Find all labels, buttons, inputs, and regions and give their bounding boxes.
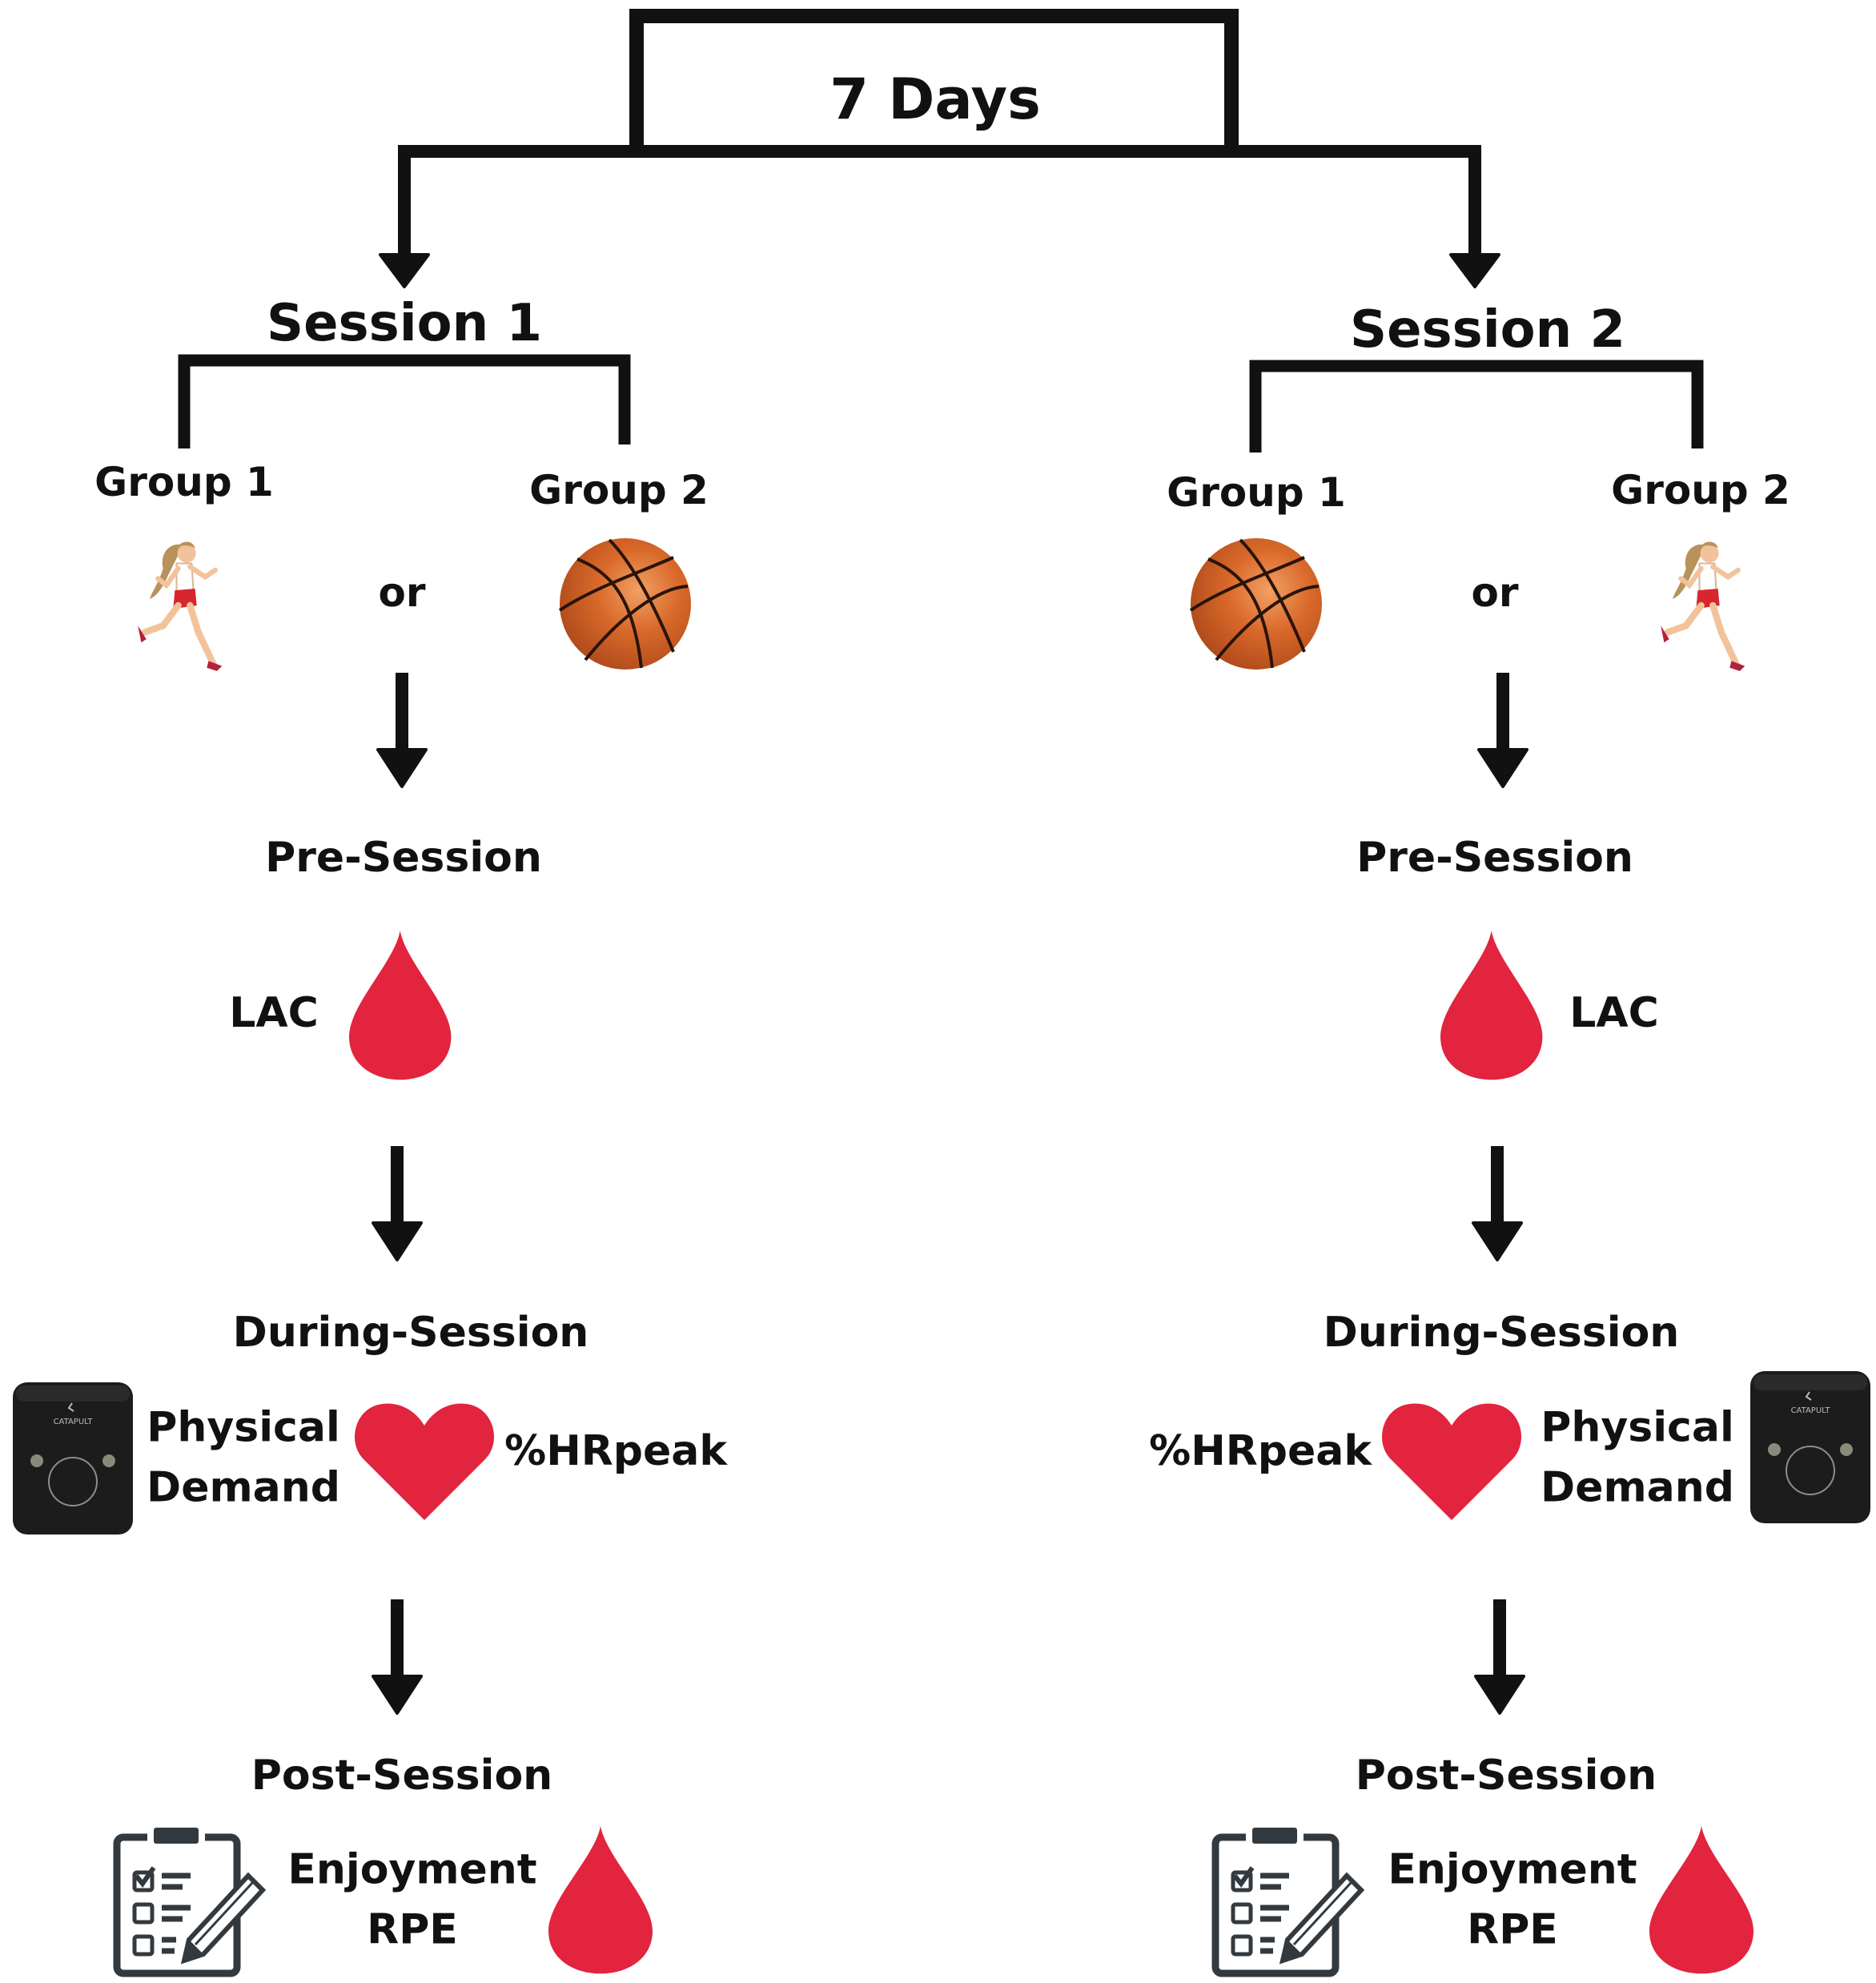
- session-2-pre-session-label: Pre-Session: [1356, 834, 1633, 882]
- session-1-title: Session 1: [267, 294, 542, 353]
- arrow-down-icon: [372, 1144, 423, 1261]
- arrow-down-icon: [1477, 671, 1529, 788]
- arrow-down-icon: [376, 671, 428, 788]
- rpe-text: RPE: [367, 1906, 458, 1954]
- session-1-hrpeak-label: %HRpeak: [504, 1427, 727, 1475]
- physical-text: Physical: [1541, 1403, 1734, 1452]
- clipboard-checklist-icon: [1215, 1828, 1361, 1973]
- session-1-physical-demand-label: Physical Demand: [147, 1398, 340, 1519]
- demand-text: Demand: [147, 1464, 340, 1512]
- session-1-bracket: [178, 354, 631, 448]
- blood-drop-icon: [1649, 1826, 1753, 1974]
- arrow-down-icon: [379, 253, 430, 288]
- arrow-down-icon: [1472, 1144, 1523, 1261]
- basketball-icon: [1189, 537, 1324, 671]
- top-connector: [379, 145, 1500, 288]
- session-2-or-text: or: [1471, 569, 1519, 616]
- session-1-pre-session-label: Pre-Session: [265, 834, 542, 882]
- enjoyment-text: Enjoyment: [1388, 1845, 1637, 1894]
- arrow-down-icon: [1474, 1598, 1525, 1715]
- session-1-or-text: or: [378, 569, 426, 616]
- arrow-down-icon: [1449, 253, 1500, 288]
- heart-icon: [354, 1403, 495, 1520]
- session-2-during-session-label: During-Session: [1323, 1309, 1680, 1357]
- blood-drop-icon: [1440, 931, 1543, 1080]
- runner-icon: [1661, 541, 1745, 670]
- session-1-post-session-label: Post-Session: [251, 1752, 553, 1800]
- session-2-enjoyment-rpe-label: Enjoyment RPE: [1388, 1840, 1637, 1961]
- blood-drop-icon: [349, 931, 452, 1080]
- gps-device-icon: [1749, 1370, 1871, 1524]
- blood-drop-icon: [548, 1826, 653, 1974]
- gps-device-icon: [12, 1382, 134, 1535]
- demand-text: Demand: [1541, 1464, 1734, 1512]
- basketball-icon: [558, 537, 693, 671]
- diagram-title: 7 Days: [830, 66, 1041, 132]
- session-1-enjoyment-rpe-label: Enjoyment RPE: [287, 1840, 536, 1961]
- session-2-bracket: [1249, 360, 1704, 453]
- session-2-hrpeak-label: %HRpeak: [1149, 1427, 1372, 1475]
- session-1-lac-label: LAC: [229, 989, 319, 1037]
- arrow-down-icon: [372, 1598, 423, 1715]
- session-1-group-2-label: Group 2: [529, 467, 709, 513]
- physical-text: Physical: [147, 1403, 340, 1452]
- rpe-text: RPE: [1467, 1906, 1558, 1954]
- enjoyment-text: Enjoyment: [287, 1845, 537, 1894]
- session-2-title: Session 2: [1350, 300, 1625, 360]
- session-2-physical-demand-label: Physical Demand: [1541, 1398, 1734, 1519]
- session-1-during-session-label: During-Session: [232, 1309, 589, 1357]
- session-2-lac-label: LAC: [1569, 989, 1659, 1037]
- session-2-group-1-label: Group 1: [1167, 469, 1346, 516]
- runner-icon: [138, 541, 222, 670]
- session-1-group-1-label: Group 1: [94, 459, 274, 505]
- heart-icon: [1381, 1403, 1522, 1520]
- clipboard-checklist-icon: [117, 1828, 263, 1973]
- session-2-post-session-label: Post-Session: [1355, 1752, 1657, 1800]
- seven-days-box: [629, 9, 1239, 151]
- session-2-group-2-label: Group 2: [1611, 467, 1790, 513]
